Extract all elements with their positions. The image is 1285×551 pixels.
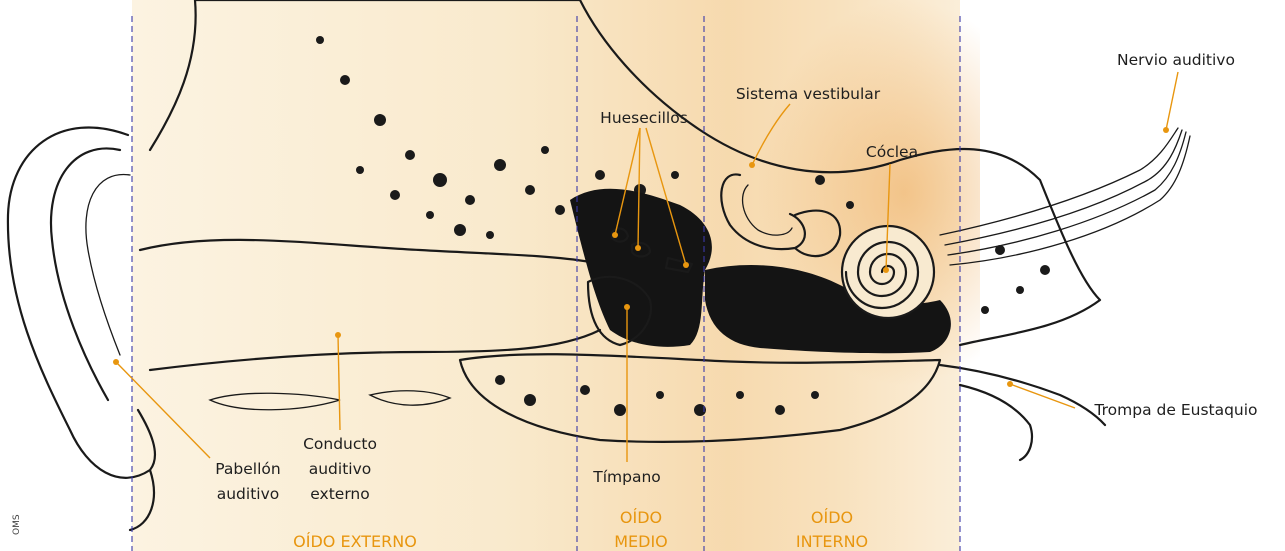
- pinna-helix: [51, 148, 120, 400]
- leader-dot-vestibular: [749, 162, 755, 168]
- leader-dot-trompa: [1007, 381, 1013, 387]
- pinna-antihelix: [86, 175, 130, 355]
- leader-dot-coclea: [883, 267, 889, 273]
- leader-dot-huesecillos-1: [612, 232, 618, 238]
- leader-dot-huesecillos-3: [683, 262, 689, 268]
- leader-nervio: [1166, 72, 1178, 130]
- leader-dot-conducto: [335, 332, 341, 338]
- label-conducto-line-2: auditivo: [309, 460, 372, 478]
- label-timpano: Tímpano: [592, 468, 661, 486]
- label-sistema-vestibular: Sistema vestibular: [736, 85, 881, 103]
- section-oido-medio-line-2: MEDIO: [614, 532, 668, 551]
- section-oido-interno-line-1: OÍDO: [811, 508, 853, 527]
- leader-dot-huesecillos-2: [635, 245, 641, 251]
- section-oido-interno-line-2: INTERNO: [796, 532, 868, 551]
- label-conducto-line-1: Conducto: [303, 435, 377, 453]
- label-nervio-auditivo: Nervio auditivo: [1117, 51, 1235, 69]
- leader-dot-nervio: [1163, 127, 1169, 133]
- label-conducto-line-3: externo: [310, 485, 369, 503]
- label-coclea: Cóclea: [866, 143, 918, 161]
- label-trompa-de-eustaquio: Trompa de Eustaquio: [1093, 401, 1257, 419]
- leader-dot-timpano: [624, 304, 630, 310]
- label-pabellon-line-1: Pabellón: [215, 460, 280, 478]
- leader-dot-pabellon: [113, 359, 119, 365]
- section-oido-externo: OÍDO EXTERNO: [293, 532, 417, 551]
- section-oido-medio-line-1: OÍDO: [620, 508, 662, 527]
- label-pabellon-line-2: auditivo: [217, 485, 280, 503]
- label-huesecillos: Huesecillos: [600, 109, 688, 127]
- credit-oms: OMS: [12, 514, 22, 535]
